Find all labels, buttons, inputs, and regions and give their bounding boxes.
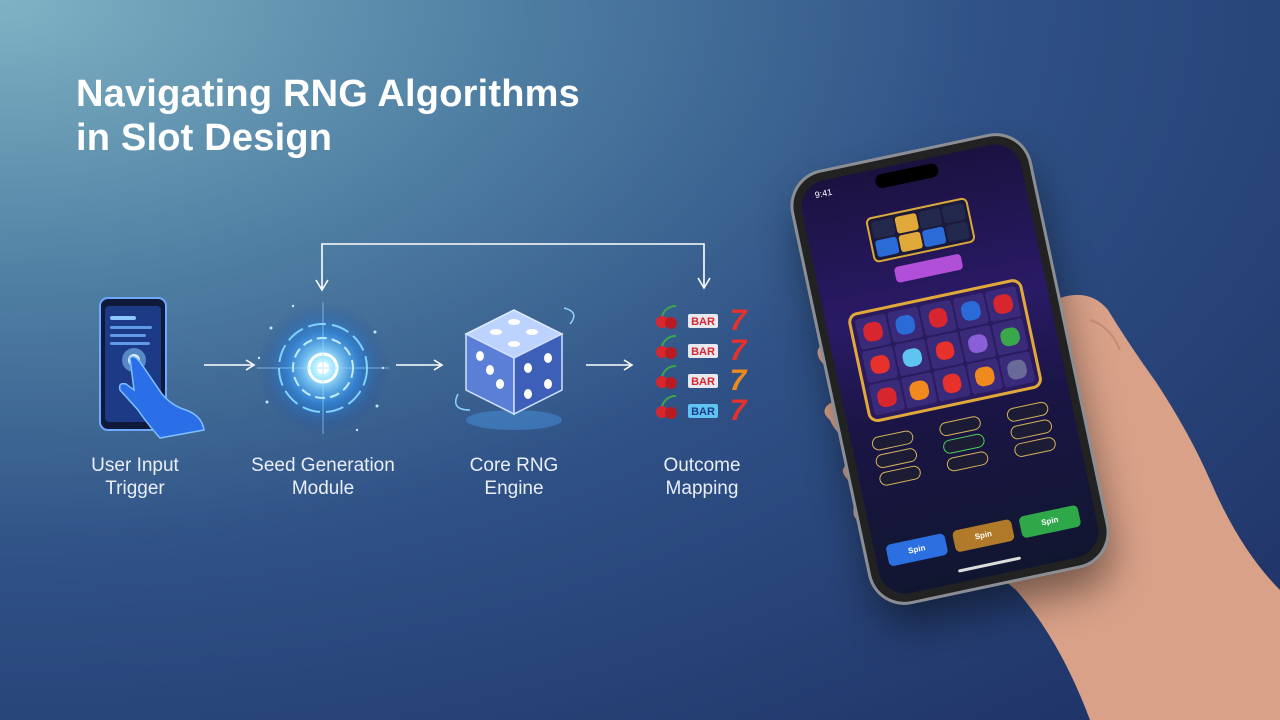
stage-label-user-input: User Input Trigger bbox=[35, 454, 235, 500]
stage-seed-generation bbox=[253, 298, 393, 438]
stage-label-core-rng: Core RNG Engine bbox=[414, 454, 614, 500]
bar-symbol: BAR bbox=[691, 346, 715, 358]
reel-cell bbox=[894, 212, 920, 234]
bar-symbol: BAR bbox=[691, 376, 715, 388]
game-banner bbox=[893, 253, 964, 284]
slot-symbols-icon: BAR 7 BAR 7 BAR 7 BAR 7 bbox=[656, 304, 748, 427]
spin-button-gold[interactable]: Spin bbox=[951, 518, 1016, 553]
page-title: Navigating RNG Algorithms in Slot Design bbox=[76, 72, 580, 160]
reel-symbol bbox=[959, 325, 997, 363]
flow-arrow bbox=[586, 359, 634, 371]
reel-symbol-mark bbox=[966, 332, 989, 355]
slot-reels bbox=[846, 277, 1044, 424]
bet-chip[interactable] bbox=[945, 450, 990, 473]
reel-symbol bbox=[933, 364, 971, 402]
title-line-2: in Slot Design bbox=[76, 117, 333, 159]
bet-chip[interactable] bbox=[1013, 435, 1058, 459]
stage-label-line: Trigger bbox=[105, 478, 165, 499]
reel-symbol-mark bbox=[901, 346, 924, 369]
reel-cell bbox=[870, 217, 896, 239]
reel-symbol bbox=[952, 292, 990, 330]
reel-symbol bbox=[965, 357, 1003, 395]
stage-core-rng bbox=[444, 298, 584, 438]
reel-cell bbox=[945, 221, 971, 243]
phone-notch bbox=[874, 162, 940, 190]
reel-symbol-mark bbox=[869, 353, 892, 376]
stage-user-input bbox=[90, 297, 230, 439]
mini-reel-preview bbox=[864, 196, 977, 264]
reel-symbol-mark bbox=[959, 299, 982, 323]
spin-button-blue[interactable]: Spin bbox=[885, 532, 949, 567]
seven-symbol: 7 bbox=[730, 394, 748, 427]
bar-symbol: BAR bbox=[691, 406, 715, 418]
spin-button-green[interactable]: Spin bbox=[1018, 504, 1082, 539]
seven-symbol: 7 bbox=[730, 304, 748, 337]
stage-label-outcome-mapping: Outcome Mapping bbox=[602, 454, 802, 500]
reel-cell bbox=[898, 231, 924, 253]
stage-label-line: Outcome bbox=[663, 455, 741, 476]
reel-symbol bbox=[894, 338, 932, 377]
stage-label-line: User Input bbox=[91, 455, 179, 476]
reel-symbol bbox=[984, 285, 1022, 323]
reel-symbol bbox=[854, 313, 892, 351]
reel-symbol-mark bbox=[927, 306, 950, 330]
circuit-orb-icon bbox=[257, 302, 389, 434]
dice-icon bbox=[455, 307, 575, 430]
reel-cell bbox=[941, 202, 967, 224]
status-time: 9:41 bbox=[813, 186, 834, 201]
reel-symbol bbox=[926, 332, 964, 370]
seven-symbol: 7 bbox=[730, 364, 748, 397]
stage-label-line: Seed Generation bbox=[251, 455, 395, 476]
stage-label-line: Core RNG bbox=[469, 455, 559, 476]
reel-symbol bbox=[991, 318, 1029, 356]
reel-symbol bbox=[887, 306, 925, 344]
stage-label-seed-generation: Seed Generation Module bbox=[223, 454, 423, 500]
reel-symbol bbox=[868, 378, 906, 416]
reel-cell bbox=[921, 226, 947, 248]
reel-cell bbox=[917, 207, 943, 229]
phone-touch-icon bbox=[99, 297, 205, 439]
reel-symbol-mark bbox=[973, 365, 996, 388]
reel-symbol bbox=[998, 350, 1036, 388]
stage-label-line: Engine bbox=[484, 478, 544, 499]
title-line-1: Navigating RNG Algorithms bbox=[76, 73, 580, 115]
spin-button-row: Spin Spin Spin bbox=[885, 504, 1082, 567]
seven-symbol: 7 bbox=[730, 334, 748, 367]
reel-symbol-mark bbox=[940, 372, 964, 395]
reel-symbol bbox=[900, 371, 939, 409]
reel-symbol-mark bbox=[933, 339, 957, 362]
bar-symbol: BAR bbox=[691, 316, 715, 328]
reel-symbol-mark bbox=[998, 325, 1022, 348]
reel-symbol bbox=[861, 345, 899, 383]
flow-arrow bbox=[396, 359, 444, 371]
stage-outcome-mapping: BAR 7 BAR 7 BAR 7 BAR 7 bbox=[652, 302, 756, 427]
reel-symbol-mark bbox=[894, 313, 917, 337]
reel-cell bbox=[874, 236, 900, 258]
stage-label-line: Module bbox=[291, 478, 355, 499]
reel-symbol-mark bbox=[875, 385, 899, 409]
feedback-loop-arrow bbox=[315, 243, 711, 292]
home-indicator bbox=[957, 556, 1022, 573]
reel-symbol-mark bbox=[862, 320, 885, 343]
stage-label-line: Mapping bbox=[665, 478, 739, 499]
reel-symbol-mark bbox=[1005, 358, 1029, 381]
reel-symbol-mark bbox=[991, 293, 1015, 316]
reel-symbol bbox=[919, 299, 957, 337]
bet-chip[interactable] bbox=[878, 464, 923, 487]
flow-arrow bbox=[204, 359, 256, 371]
reel-symbol-mark bbox=[908, 378, 931, 402]
